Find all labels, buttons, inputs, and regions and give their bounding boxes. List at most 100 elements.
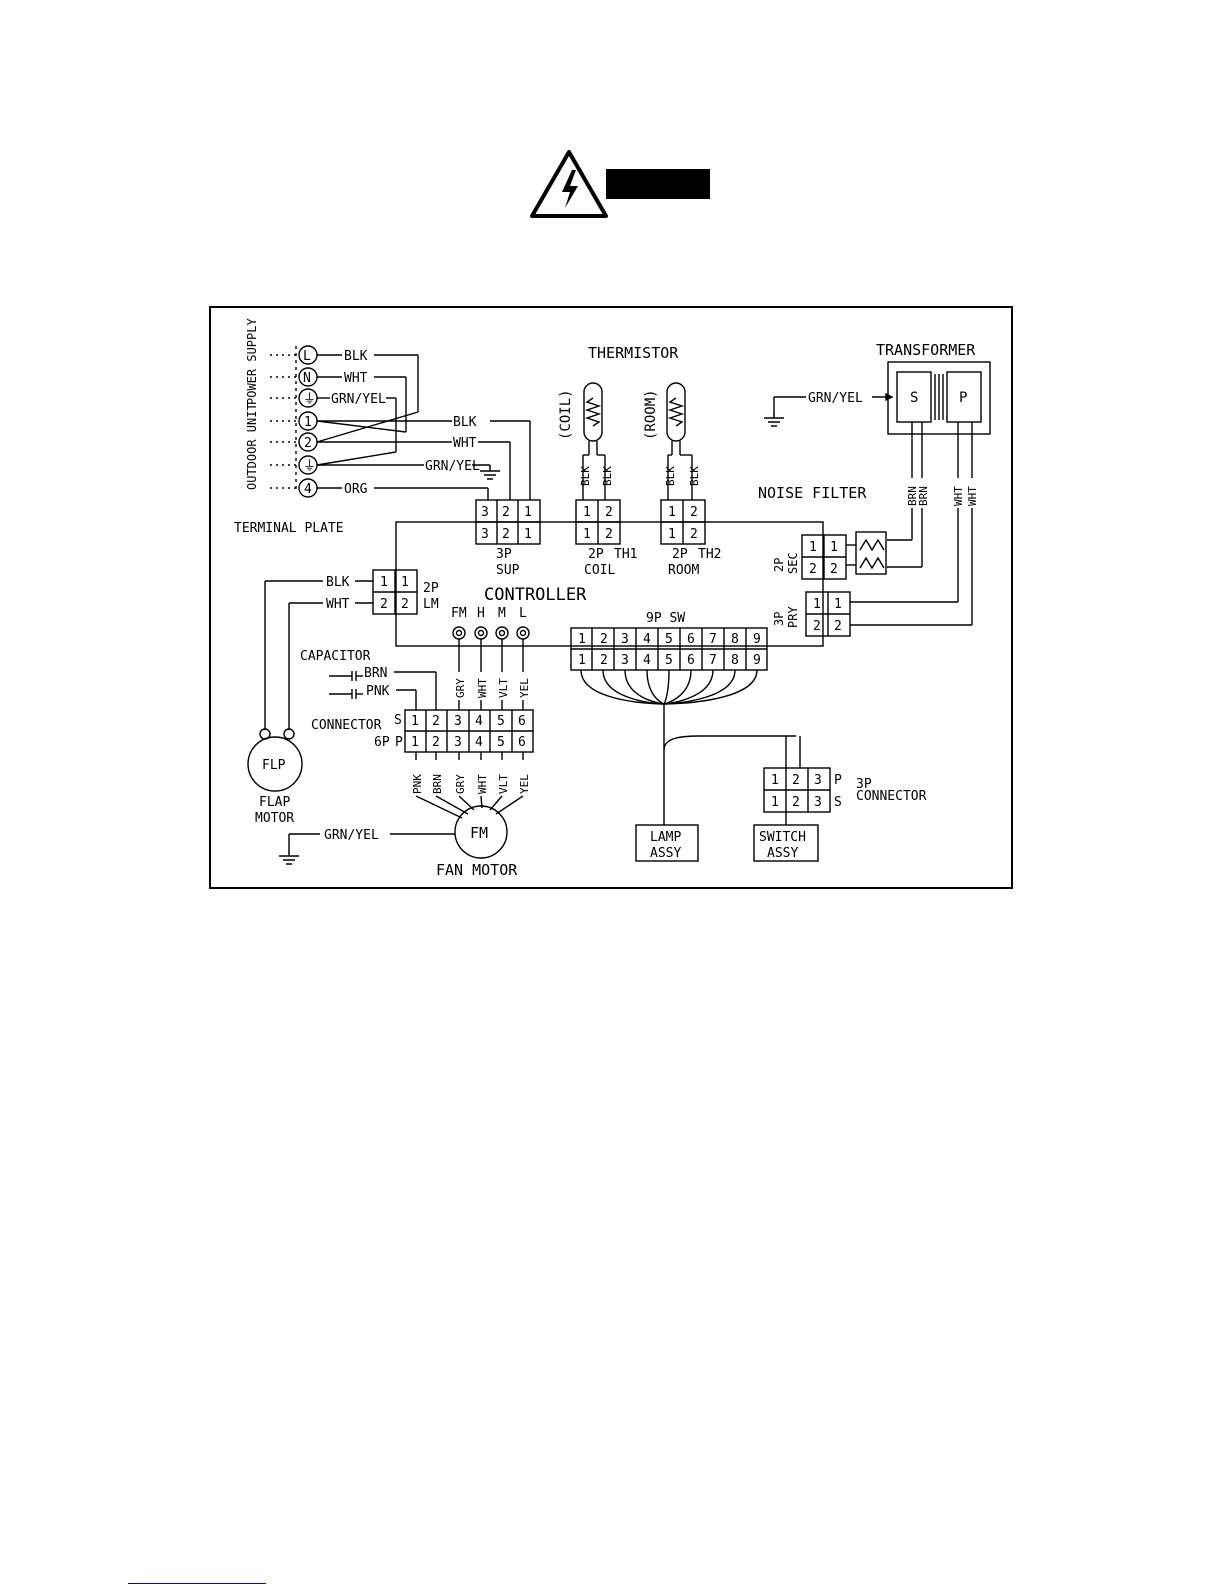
svg-text:2: 2 <box>600 632 608 647</box>
svg-text:1: 1 <box>583 505 591 520</box>
svg-text:7: 7 <box>709 632 717 647</box>
lm-wire-wht: WHT <box>326 597 350 612</box>
svg-text:1: 1 <box>668 527 676 542</box>
th1-connector-role: COIL <box>584 563 615 578</box>
svg-text:1: 1 <box>813 597 821 612</box>
svg-text:3: 3 <box>481 527 489 542</box>
svg-text:3: 3 <box>481 505 489 520</box>
sec-connector-type: 2P <box>772 558 786 572</box>
svg-text:2: 2 <box>813 619 821 634</box>
connector-3p-s: S <box>834 795 842 810</box>
outdoor-unit-label: OUTDOOR UNIT <box>245 403 259 490</box>
th1-connector-name: TH1 <box>614 547 637 562</box>
svg-text:1: 1 <box>830 540 838 555</box>
svg-text:4: 4 <box>643 632 651 647</box>
svg-text:3: 3 <box>621 632 629 647</box>
svg-text:1: 1 <box>380 575 388 590</box>
terminal-plate-label: TERMINAL PLATE <box>234 521 344 536</box>
connector-3p-label-2: CONNECTOR <box>856 789 927 804</box>
th2-connector-role: ROOM <box>668 563 699 578</box>
th2-wire-1: BLK <box>664 466 677 486</box>
svg-text:1: 1 <box>668 505 676 520</box>
svg-text:2: 2 <box>690 505 698 520</box>
nf-wire-wht-2: WHT <box>966 486 979 506</box>
connector-3p-p: P <box>834 773 842 788</box>
terminal-1: 1 <box>304 415 312 430</box>
connector-3p-label-1: 3P <box>856 777 872 792</box>
flap-motor-label-2: MOTOR <box>255 811 294 826</box>
out-wire-org: ORG <box>344 482 368 497</box>
fan-term-h: H <box>477 606 485 621</box>
svg-text:7: 7 <box>709 653 717 668</box>
fan-wire-gry: GRY <box>454 678 467 698</box>
th2-connector-name: TH2 <box>698 547 721 562</box>
fan-term-fm: FM <box>451 606 467 621</box>
terminal-n: N <box>303 371 311 386</box>
svg-text:6: 6 <box>687 653 695 668</box>
sec-connector-name: SEC <box>786 552 800 574</box>
fm-wire-vlt: VLT <box>497 774 510 794</box>
fan-wire-yel: YEL <box>518 678 531 698</box>
svg-text:2: 2 <box>809 562 817 577</box>
th1-connector-type: 2P <box>588 547 604 562</box>
svg-text:3: 3 <box>814 795 822 810</box>
nf-wire-brn-1: BRN <box>906 486 919 506</box>
transformer-s: S <box>910 390 918 406</box>
terminal-l: L <box>303 349 311 364</box>
svg-text:4: 4 <box>475 735 483 750</box>
connector-6p-p: P <box>395 735 403 750</box>
svg-text:5: 5 <box>665 632 673 647</box>
fm-wire-gry: GRY <box>454 774 467 794</box>
fan-motor-symbol: FM <box>470 824 488 842</box>
pry-connector-type: 3P <box>772 612 786 626</box>
svg-text:1: 1 <box>578 632 586 647</box>
pry-connector-name: PRY <box>786 606 800 628</box>
svg-text:3: 3 <box>621 653 629 668</box>
terminal-2: 2 <box>304 436 312 451</box>
fan-term-m: M <box>498 606 506 621</box>
fan-term-l: L <box>519 606 527 621</box>
svg-text:1: 1 <box>771 795 779 810</box>
terminal-ground-2: ⏚ <box>303 459 316 474</box>
th2-connector-type: 2P <box>672 547 688 562</box>
svg-text:1: 1 <box>401 575 409 590</box>
connector-6p-s: S <box>394 713 402 728</box>
terminal-ground-1: ⏚ <box>303 392 316 407</box>
svg-text:4: 4 <box>475 714 483 729</box>
terminal-4: 4 <box>304 482 312 497</box>
svg-text:1: 1 <box>578 653 586 668</box>
thermistor-title: THERMISTOR <box>588 344 679 362</box>
nf-wire-brn-2: BRN <box>917 486 930 506</box>
svg-text:3: 3 <box>454 714 462 729</box>
svg-text:2: 2 <box>600 653 608 668</box>
svg-text:1: 1 <box>411 714 419 729</box>
svg-text:2: 2 <box>792 795 800 810</box>
fm-wire-brn: BRN <box>431 774 444 794</box>
fm-wire-yel: YEL <box>518 774 531 794</box>
warning-label-bar <box>606 169 710 199</box>
svg-text:3: 3 <box>454 735 462 750</box>
electrical-hazard-icon <box>530 150 608 218</box>
svg-text:2: 2 <box>830 562 838 577</box>
svg-text:2: 2 <box>792 773 800 788</box>
lm-wire-blk: BLK <box>326 575 350 590</box>
fan-wire-vlt: VLT <box>497 678 510 698</box>
transformer-p: P <box>959 390 967 406</box>
svg-text:6: 6 <box>518 714 526 729</box>
svg-text:6: 6 <box>687 632 695 647</box>
svg-text:1: 1 <box>524 527 532 542</box>
capacitor-wire-brn: BRN <box>364 666 387 681</box>
lamp-label-2: ASSY <box>650 846 681 861</box>
ps-wire-wht: WHT <box>344 371 368 386</box>
out-wire-grnyel: GRN/YEL <box>425 459 480 474</box>
fan-wire-wht: WHT <box>476 678 489 698</box>
svg-text:1: 1 <box>809 540 817 555</box>
svg-text:1: 1 <box>583 527 591 542</box>
capacitor-label: CAPACITOR <box>300 649 371 664</box>
th1-wire-2: BLK <box>601 466 614 486</box>
svg-text:2: 2 <box>834 619 842 634</box>
svg-text:2: 2 <box>432 735 440 750</box>
lamp-label-1: LAMP <box>650 830 681 845</box>
svg-text:5: 5 <box>497 714 505 729</box>
svg-text:8: 8 <box>731 653 739 668</box>
